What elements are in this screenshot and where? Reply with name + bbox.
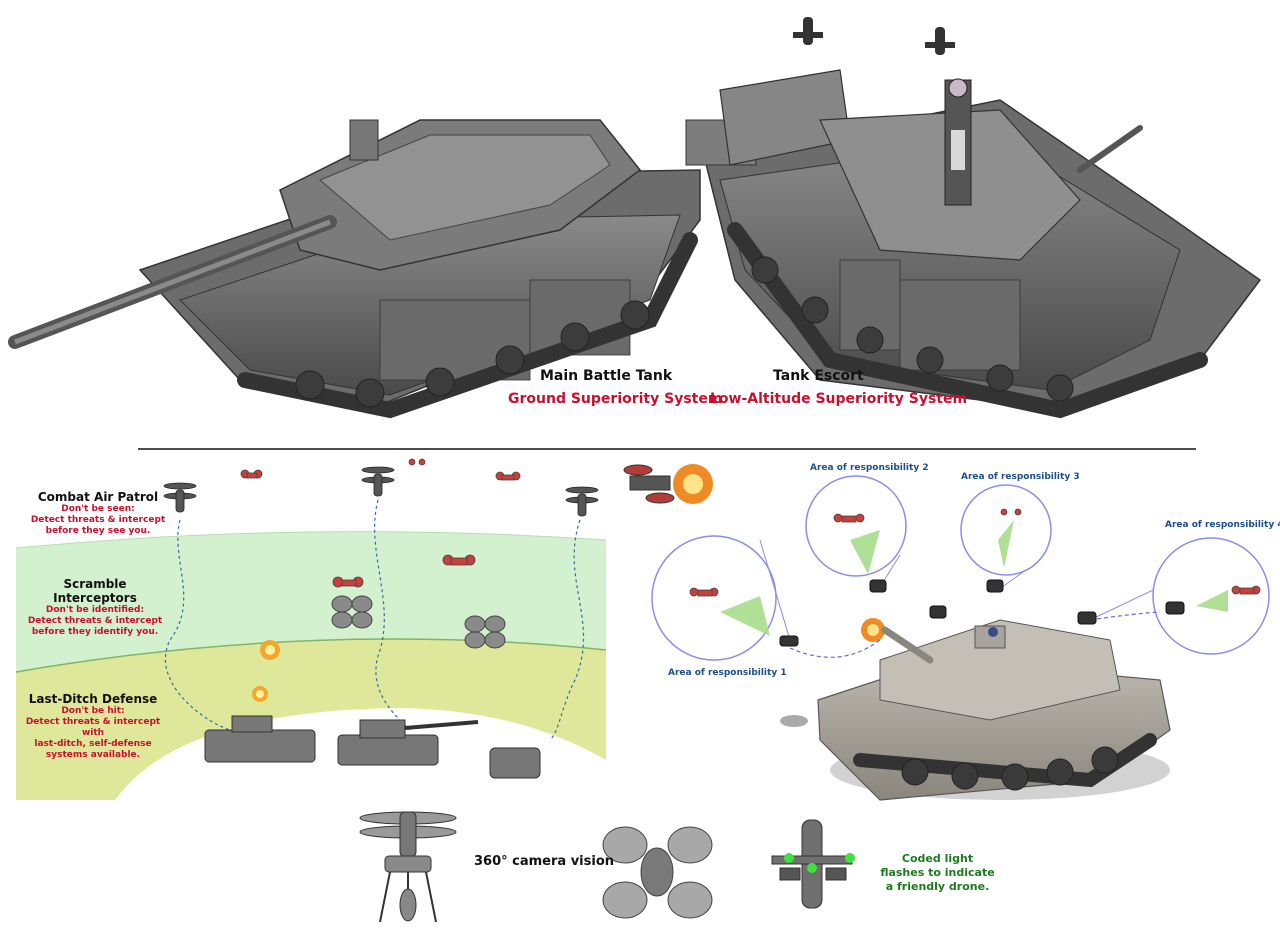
zone-scramble-interceptors: Scramble Interceptors Don't be identifie… <box>20 577 170 638</box>
friendly-drone-image <box>771 819 855 909</box>
aor-label-2: Area of responsibility 2 <box>810 463 929 473</box>
zone-last-ditch-defense: Last-Ditch Defense Don't be hit: Detect … <box>18 692 168 761</box>
zone-desc-line: systems available. <box>45 750 141 760</box>
zone-desc-line: last-ditch, self-defense <box>34 739 152 749</box>
tank-escort-image <box>685 17 1262 419</box>
aor-label-4: Area of responsibility 4 <box>1165 520 1280 530</box>
aor-label-1: Area of responsibility 1 <box>668 668 787 678</box>
zone-title: Scramble Interceptors <box>53 577 137 605</box>
sensor-cones <box>720 520 1228 636</box>
interceptor-drone-icon <box>331 595 506 649</box>
aor-lines <box>759 539 1154 641</box>
zone-desc-line: Detect threats & intercept with <box>25 717 161 738</box>
zone-desc-line: Don't be seen: <box>61 504 135 514</box>
hostile-drone-icon <box>240 458 521 588</box>
aor-hostile-drone-icon <box>689 508 1261 597</box>
camera-drone-image <box>359 811 457 923</box>
green-light-icon <box>784 853 794 863</box>
escort-tank-image <box>780 619 1171 801</box>
responsibility-circles <box>651 475 1270 661</box>
coded-light-line: a friendly drone. <box>885 880 990 893</box>
escort-subtitle: Low-Altitude Superiority System <box>710 391 968 407</box>
zone-desc-line: before they see you. <box>45 526 151 536</box>
aor-label-3: Area of responsibility 3 <box>961 472 1080 482</box>
explosion-icon <box>252 464 885 702</box>
main-battle-tank-image <box>8 119 701 419</box>
quadcopter-image <box>602 826 713 919</box>
escort-title: Tank Escort <box>773 368 864 384</box>
patrol-drone-icon <box>163 466 599 517</box>
coded-light-note: Coded light flashes to indicate a friend… <box>880 852 995 894</box>
zone-desc-line: Don't be hit: <box>61 706 125 716</box>
escort-interceptor-icon <box>779 579 1185 647</box>
aor-dashed-links <box>789 611 1161 658</box>
patrol-drone-paths <box>164 499 585 741</box>
green-light-icon <box>845 853 855 863</box>
zone-desc-line: Detect threats & intercept <box>27 616 163 626</box>
ground-vehicles <box>204 715 541 779</box>
coded-light-line: Coded light <box>901 852 974 865</box>
zone-desc-line: Don't be identified: <box>45 605 145 615</box>
zone-combat-air-patrol: Combat Air Patrol Don't be seen: Detect … <box>28 490 168 537</box>
camera-vision-label: 360° camera vision <box>474 854 615 869</box>
mbt-title: Main Battle Tank <box>540 368 673 384</box>
zone-desc-line: before they identify you. <box>31 627 159 637</box>
escort-drone-icon <box>793 17 955 55</box>
green-light-icon <box>807 863 817 873</box>
coded-light-line: flashes to indicate <box>880 866 995 879</box>
mbt-subtitle: Ground Superiority System <box>508 391 723 407</box>
zone-title: Combat Air Patrol <box>37 490 159 504</box>
zone-title: Last-Ditch Defense <box>28 692 158 706</box>
large-hostile-drone-icon <box>623 464 675 504</box>
zone-desc-line: Detect threats & intercept <box>30 515 166 525</box>
